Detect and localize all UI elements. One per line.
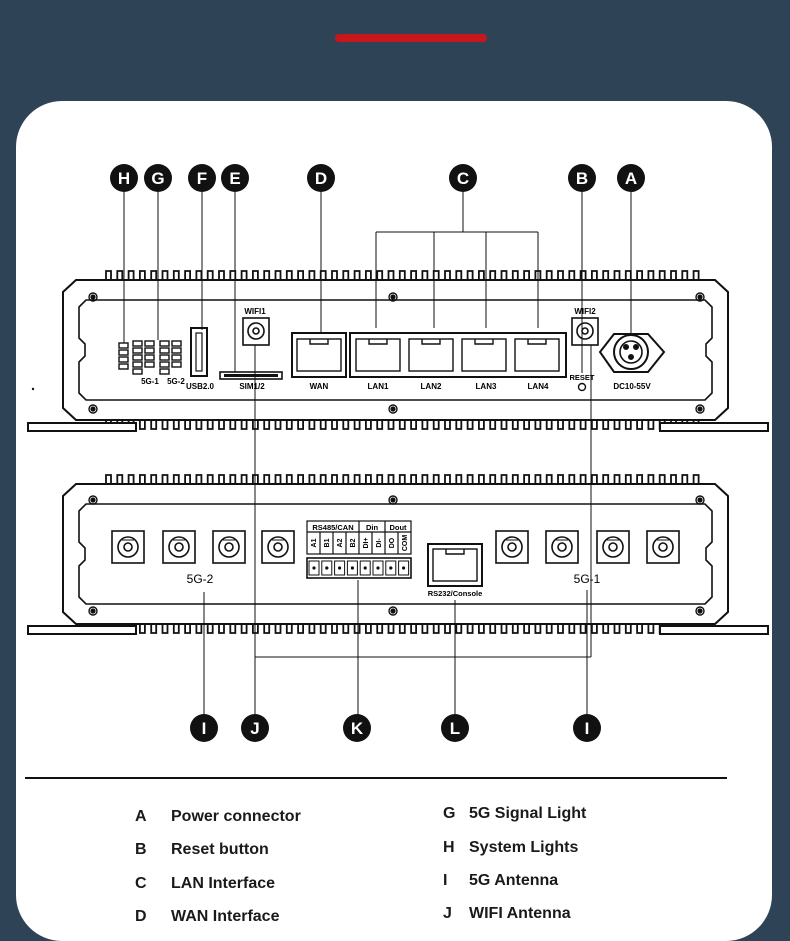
antenna-connector — [111, 530, 145, 564]
svg-text:L: L — [450, 719, 460, 738]
terminal-block — [306, 557, 412, 579]
svg-text:J: J — [250, 719, 259, 738]
heatsink-fins — [105, 624, 700, 634]
accent-bar — [335, 34, 487, 42]
callout-d: D — [307, 164, 335, 192]
callout-g: G — [144, 164, 172, 192]
svg-text:H: H — [118, 169, 130, 188]
pin-label: B1 — [324, 538, 331, 547]
antenna-connector — [646, 530, 680, 564]
terminal-slot — [359, 560, 371, 576]
pin-label: A1 — [311, 538, 318, 547]
label-wan: WAN — [310, 382, 329, 391]
callout-k: K — [343, 714, 371, 742]
pin-label: DI- — [376, 538, 383, 548]
terminal-slot — [321, 560, 333, 576]
device-diagram: 5G-1 5G-2 USB2.0 SIM1/2 WIFI1 WAN LAN1 L… — [27, 164, 769, 742]
terminal-slot — [308, 560, 320, 576]
power-connector — [598, 333, 666, 373]
label-wifi1: WIFI1 — [244, 307, 266, 316]
svg-text:I: I — [585, 719, 590, 738]
label-5g-2-antennas: 5G-2 — [187, 572, 214, 586]
terminal-slot — [372, 560, 384, 576]
heatsink-fins — [105, 420, 700, 430]
callout-b: B — [568, 164, 596, 192]
rear-panel — [27, 483, 769, 635]
usb-port — [190, 327, 208, 377]
svg-text:D: D — [315, 169, 327, 188]
pin-label: DI+ — [363, 537, 370, 548]
wifi1-connector — [242, 317, 270, 346]
svg-text:E: E — [229, 169, 240, 188]
front-panel — [27, 279, 769, 432]
label-din: Din — [366, 523, 379, 532]
svg-text:K: K — [351, 719, 364, 738]
antenna-connector — [495, 530, 529, 564]
callout-j: J — [241, 714, 269, 742]
callout-i-left: I — [190, 714, 218, 742]
label-power: DC10-55V — [613, 382, 651, 391]
rs232-console-port — [427, 543, 483, 587]
callout-h: H — [110, 164, 138, 192]
label-usb: USB2.0 — [186, 382, 215, 391]
antenna-connector — [261, 530, 295, 564]
svg-text:C: C — [457, 169, 469, 188]
heatsink-fins — [105, 270, 700, 280]
label-5g-1-antennas: 5G-1 — [574, 572, 601, 586]
label-rs485: RS485/CAN — [312, 523, 353, 532]
label-dout: Dout — [389, 523, 407, 532]
label-lan3: LAN3 — [476, 382, 497, 391]
antenna-connector — [162, 530, 196, 564]
5g-signal-lights — [132, 340, 182, 375]
leader-lines — [123, 192, 632, 716]
reset-hole — [577, 382, 587, 392]
label-5g-2: 5G-2 — [167, 377, 185, 386]
svg-text:B: B — [576, 169, 588, 188]
terminal-slot — [346, 560, 358, 576]
svg-text:I: I — [202, 719, 207, 738]
io-terminal-table — [306, 520, 412, 555]
legend-separator — [25, 777, 727, 779]
pin-label: B2 — [350, 538, 357, 547]
sim-slot — [219, 371, 283, 380]
antenna-connector — [545, 530, 579, 564]
callout-e: E — [221, 164, 249, 192]
lan-ports — [349, 332, 567, 378]
label-sim: SIM1/2 — [239, 382, 265, 391]
terminal-slot — [385, 560, 397, 576]
antenna-connector — [212, 530, 246, 564]
pin-label: COM — [402, 535, 409, 552]
callout-f: F — [188, 164, 216, 192]
terminal-slot — [334, 560, 346, 576]
terminal-slot — [398, 560, 410, 576]
label-console: RS232/Console — [428, 589, 483, 598]
antenna-connector — [596, 530, 630, 564]
rear-antennas — [111, 530, 680, 564]
callout-i-right: I — [573, 714, 601, 742]
svg-text:F: F — [197, 169, 207, 188]
label-reset: RESET — [569, 373, 594, 382]
label-lan1: LAN1 — [368, 382, 389, 391]
heatsink-fins — [105, 474, 700, 484]
wan-port — [291, 332, 347, 378]
label-wifi2: WIFI2 — [574, 307, 596, 316]
callout-c: C — [449, 164, 477, 192]
label-lan2: LAN2 — [421, 382, 442, 391]
pin-label: A2 — [337, 538, 344, 547]
label-5g-1: 5G-1 — [141, 377, 159, 386]
svg-text:A: A — [625, 169, 637, 188]
callout-l: L — [441, 714, 469, 742]
label-lan4: LAN4 — [528, 382, 549, 391]
callout-a: A — [617, 164, 645, 192]
pin-label: DO — [389, 537, 396, 548]
svg-text:G: G — [151, 169, 164, 188]
